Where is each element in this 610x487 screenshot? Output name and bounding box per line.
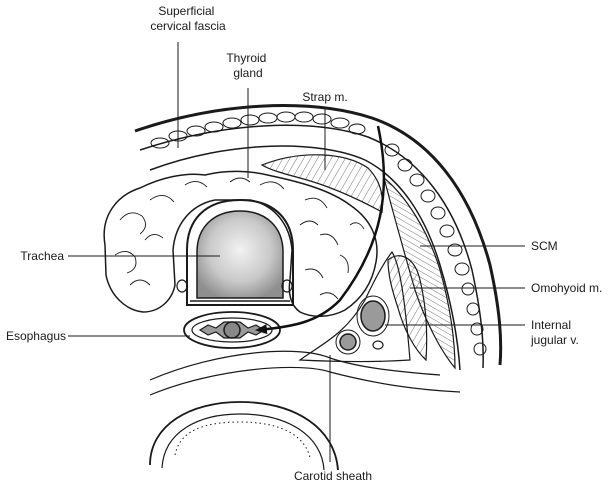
label-trachea: Trachea	[20, 249, 64, 263]
esophagus-outer	[183, 311, 281, 349]
omohyoid-muscle	[387, 255, 428, 362]
label-omohyoid: Omohyoid m.	[531, 281, 602, 295]
label-thyroid-gland-line1: Thyroid	[226, 51, 266, 65]
carotid-artery-wall	[335, 329, 361, 355]
thyroid-gland	[103, 170, 378, 317]
trachea-cartilage	[186, 198, 294, 306]
internal-jugular-vein-wall	[356, 295, 390, 337]
surgical-approach-arrow	[255, 125, 386, 335]
investing-fascia	[149, 145, 461, 371]
esophagus-inner	[191, 317, 273, 343]
prevertebral-fascia-2	[149, 366, 461, 396]
carotid-sheath-outline	[298, 250, 411, 363]
label-internal-jugular-line2: jugular v.	[530, 333, 579, 347]
strap-muscle	[260, 154, 384, 213]
carotid-artery	[339, 333, 357, 351]
recurrent-laryngeal-nerve-right	[281, 279, 293, 293]
label-thyroid-gland-line2: gland	[233, 66, 262, 80]
label-esophagus: Esophagus	[6, 329, 66, 343]
recurrent-laryngeal-nerve-left	[176, 279, 188, 293]
label-internal-jugular: Internal jugular v.	[530, 318, 579, 347]
thyroid-lobule-texture	[114, 177, 365, 300]
label-thyroid-gland: Thyroid gland	[226, 51, 269, 80]
label-superficial-fascia-line2: cervical fascia	[150, 19, 226, 33]
label-carotid-sheath: Carotid sheath	[294, 469, 372, 483]
vertebral-trabecular-rim	[174, 421, 311, 459]
esophagus-center	[223, 321, 241, 339]
label-strap-muscle: Strap m.	[302, 90, 347, 104]
scm-muscle	[382, 176, 456, 370]
label-internal-jugular-line1: Internal	[531, 318, 571, 332]
superficial-fat-lobules	[150, 111, 487, 356]
trachea-lumen	[196, 210, 284, 299]
label-superficial-fascia: Superficial cervical fascia	[150, 4, 226, 33]
internal-jugular-vein	[360, 300, 386, 332]
vertebral-body	[149, 401, 339, 471]
prevertebral-fascia	[149, 350, 441, 381]
label-scm: SCM	[531, 239, 558, 253]
label-superficial-fascia-line1: Superficial	[158, 4, 214, 18]
vagus-nerve	[372, 340, 384, 350]
vertebral-body-inner	[161, 413, 325, 471]
skin-outline	[134, 104, 503, 366]
